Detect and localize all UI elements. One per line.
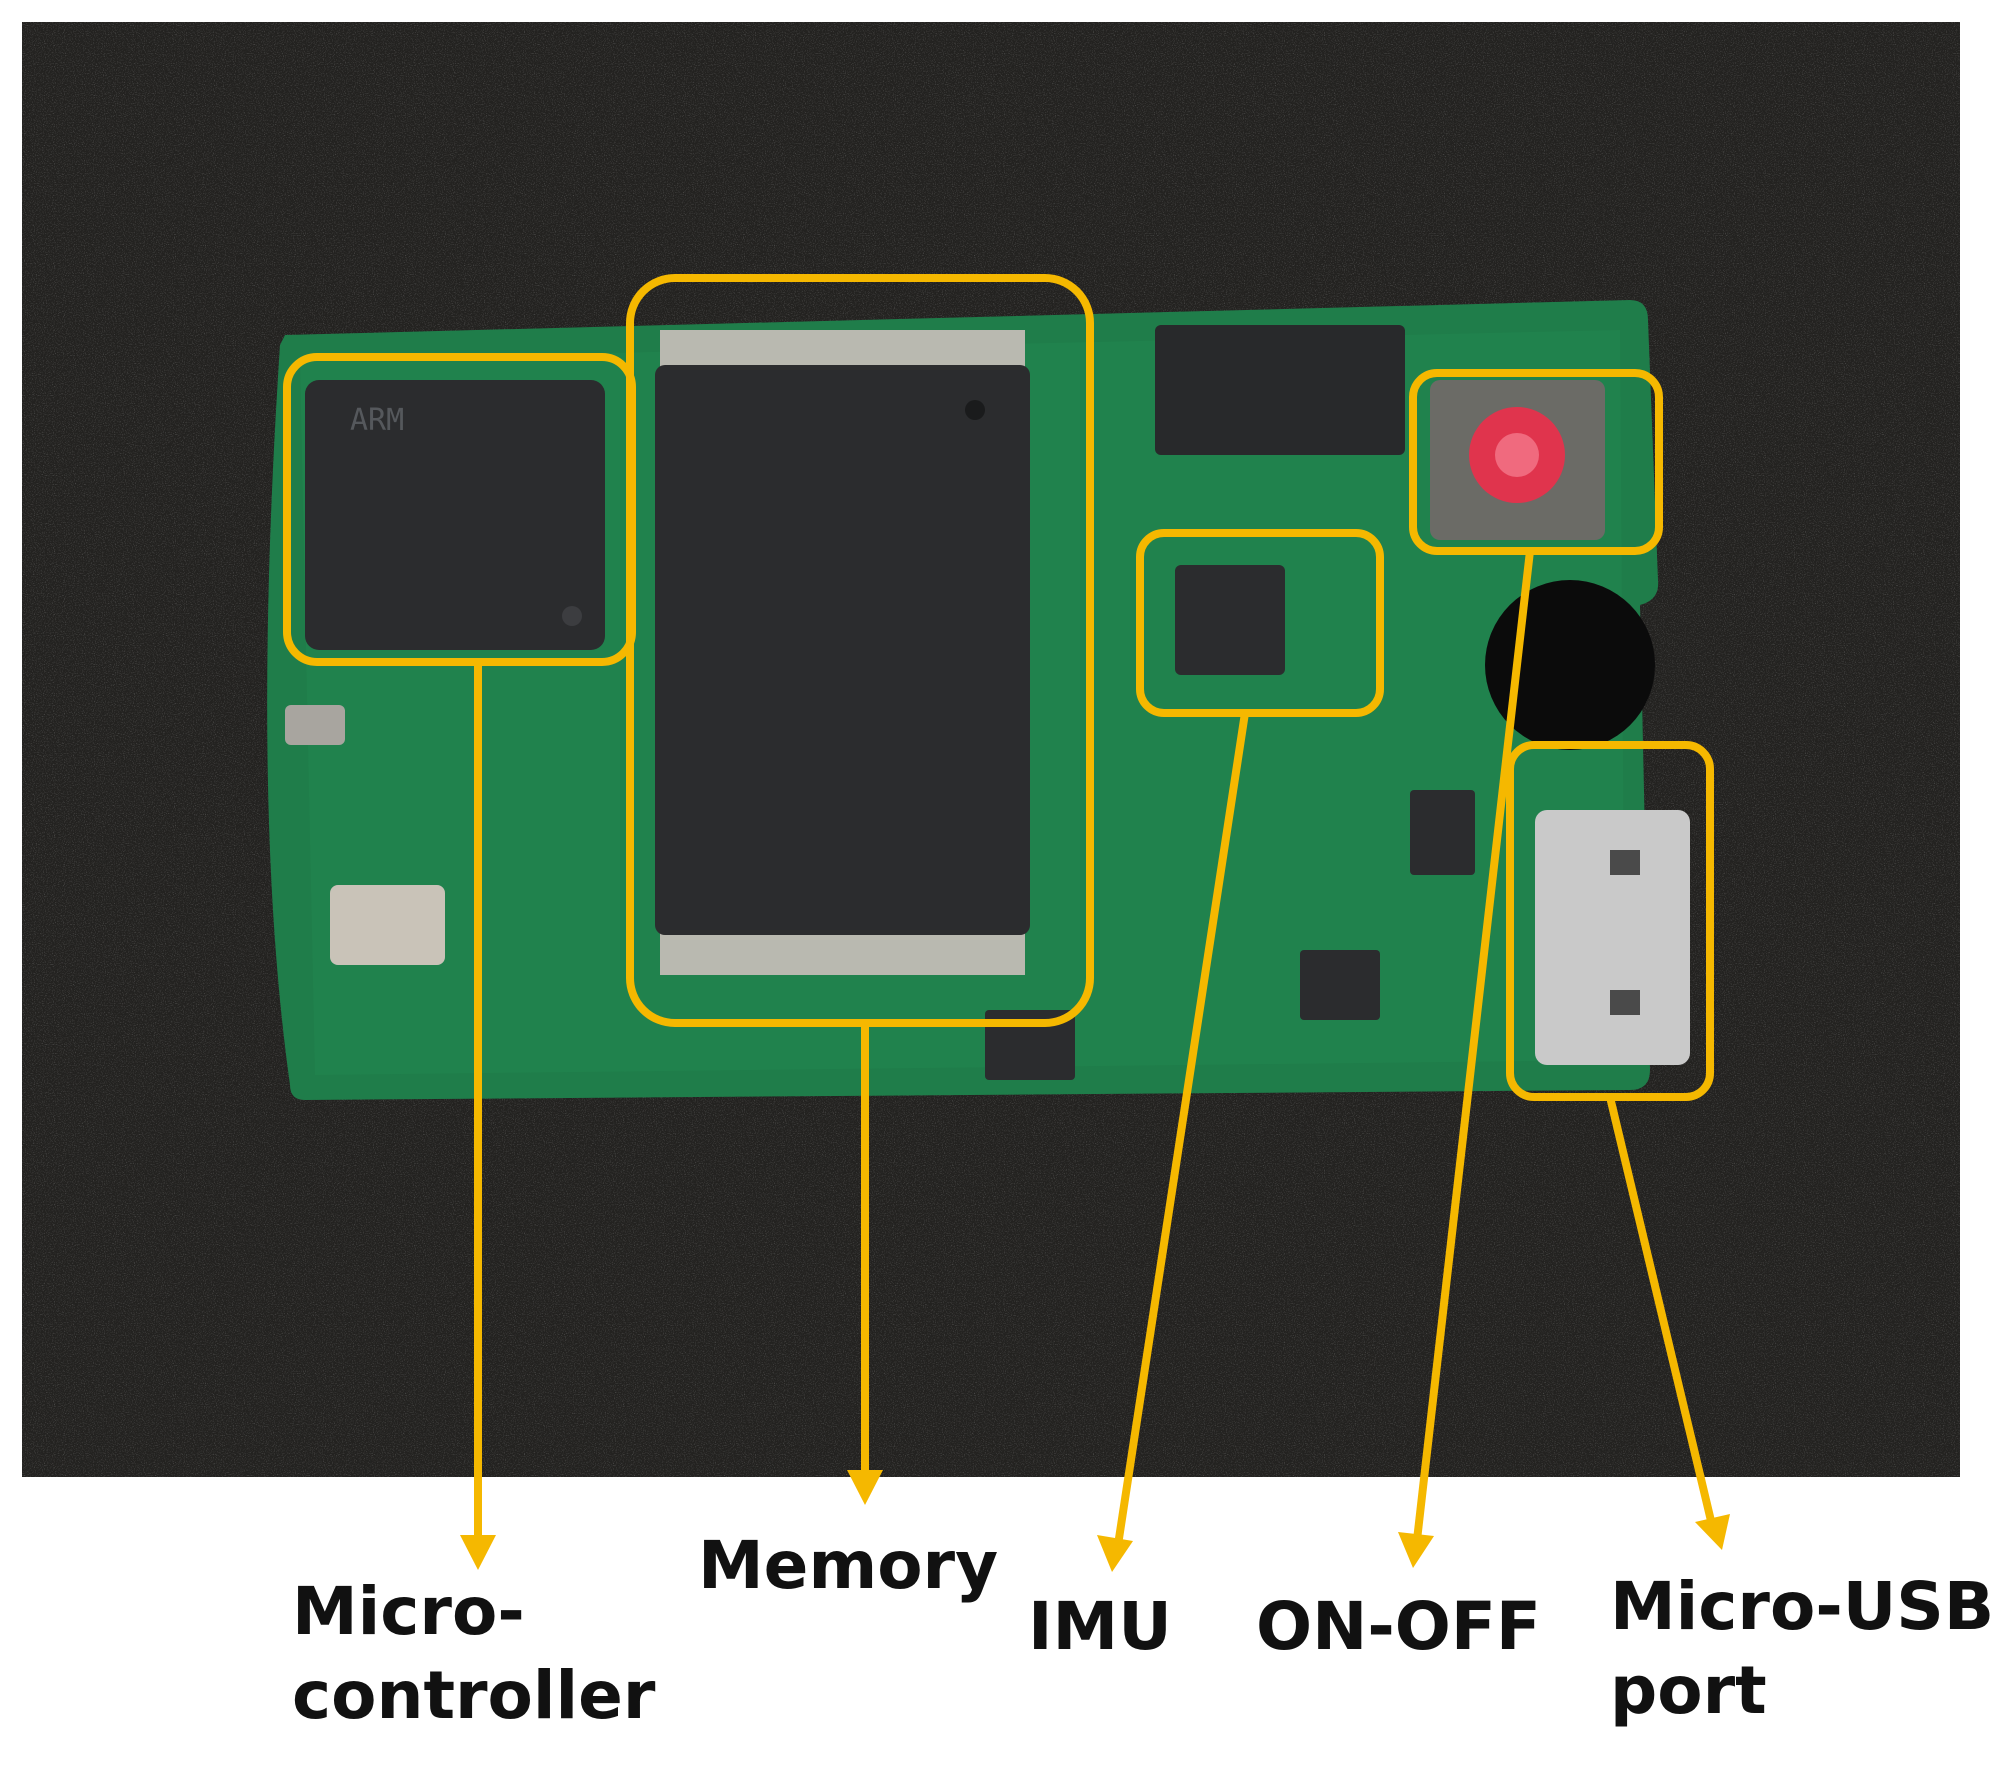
imu-label-line-1: IMU <box>1028 1588 1172 1665</box>
imu-chip <box>1175 565 1285 675</box>
imu-box <box>1136 529 1384 717</box>
leader-arrows <box>460 550 1730 1572</box>
imu-label: IMU <box>1028 1585 1172 1669</box>
microcontroller-arrowhead <box>460 1535 496 1570</box>
micro-usb-arrowhead <box>1695 1514 1730 1550</box>
on-off-arrow-line <box>1413 550 1534 1541</box>
microcontroller-label-line-1: Micro- <box>292 1573 525 1650</box>
microcontroller-chip <box>305 380 605 650</box>
on-off-label-line-1: ON-OFF <box>1256 1588 1542 1665</box>
imu-arrow-line <box>1114 712 1249 1546</box>
svg-text:ARM: ARM <box>350 403 404 438</box>
microcontroller-label-line-2: controller <box>292 1657 656 1734</box>
micro-usb-connector <box>1535 810 1690 1065</box>
microcontroller-label: Micro- controller <box>292 1570 655 1738</box>
memory-box <box>626 274 1094 1027</box>
memory-arrowhead <box>847 1470 883 1505</box>
memory-label: Memory <box>698 1524 998 1608</box>
on-off-box <box>1409 369 1663 555</box>
on-off-label: ON-OFF <box>1256 1585 1541 1669</box>
micro-usb-label-line-2: port <box>1610 1652 1767 1729</box>
micro-usb-arrow-line <box>1606 1096 1716 1526</box>
annotation-boxes <box>283 274 1714 1101</box>
on-off-arrowhead <box>1398 1532 1434 1568</box>
memory-chip <box>655 365 1030 935</box>
micro-usb-label-line-1: Micro-USB <box>1610 1568 1995 1645</box>
micro-usb-label: Micro-USB port <box>1610 1565 1994 1733</box>
imu-arrowhead <box>1097 1535 1133 1572</box>
memory-label-line-1: Memory <box>698 1527 999 1604</box>
